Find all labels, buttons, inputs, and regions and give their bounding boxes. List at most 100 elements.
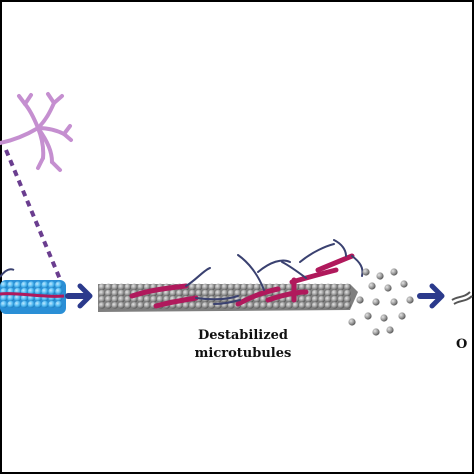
- tubulin-bead: [311, 283, 319, 291]
- tubulin-bead: [324, 301, 332, 309]
- tubulin-bead: [182, 301, 190, 309]
- tubulin-bead: [344, 283, 351, 291]
- tubulin-bead: [41, 287, 49, 296]
- tubulin-bead: [324, 283, 332, 291]
- tubulin-bead: [98, 283, 106, 291]
- tubulin-bead: [247, 283, 254, 291]
- tubulin-bead: [176, 289, 183, 297]
- tubulin-bead: [55, 300, 63, 309]
- tubulin-bead: [311, 301, 319, 309]
- tubulin-bead: [318, 295, 326, 303]
- tubulin-bead: [130, 301, 138, 309]
- tubulin-bead: [344, 301, 351, 309]
- free-tubulin-dimer: [386, 326, 394, 334]
- tubulin-bead: [124, 295, 132, 303]
- tubulin-bead: [55, 281, 63, 289]
- tubulin-bead: [305, 301, 313, 309]
- tubulin-bead: [227, 283, 235, 291]
- tubulin-bead: [27, 281, 35, 289]
- arrow-icon: [65, 283, 93, 309]
- tubulin-bead: [98, 295, 106, 303]
- tubulin-bead: [124, 301, 132, 309]
- tubulin-bead: [253, 283, 261, 291]
- free-tubulin-dimer: [372, 328, 380, 336]
- tubulin-bead: [331, 295, 338, 303]
- tubulin-bead: [227, 301, 235, 309]
- tubulin-bead: [48, 300, 56, 309]
- tubulin-bead: [117, 295, 125, 303]
- tubulin-bead: [214, 283, 222, 291]
- tubulin-bead: [234, 289, 242, 297]
- label-line-2: microtubules: [194, 346, 292, 361]
- tubulin-bead: [27, 287, 35, 296]
- tubulin-bead: [111, 283, 119, 291]
- tubulin-bead: [337, 283, 345, 291]
- tubulin-bead: [105, 301, 112, 309]
- tubulin-bead: [137, 301, 145, 309]
- free-tubulin-dimer: [364, 312, 372, 320]
- free-tubulin-dimer: [400, 280, 408, 288]
- free-tubulin-dimer: [368, 282, 376, 290]
- tubulin-bead: [279, 301, 287, 309]
- tubulin-bead: [208, 283, 216, 291]
- tubulin-bead: [337, 301, 345, 309]
- tubulin-bead: [337, 289, 345, 297]
- tubulin-bead: [266, 301, 274, 309]
- destabilized-microtubules-label: Destabilized microtubules: [178, 327, 308, 363]
- tubulin-bead: [98, 301, 106, 309]
- tubulin-bead: [20, 300, 29, 309]
- tubulin-bead: [227, 289, 235, 297]
- tubulin-bead: [240, 283, 248, 291]
- tubulin-bead: [331, 301, 338, 309]
- free-tubulin-dimer: [380, 314, 388, 322]
- tubulin-bead: [137, 283, 145, 291]
- tubulin-bead: [130, 283, 138, 291]
- tubulin-bead: [260, 295, 267, 303]
- tubulin-bead: [305, 283, 313, 291]
- tubulin-bead: [195, 301, 203, 309]
- tubulin-bead: [247, 301, 254, 309]
- tubulin-bead: [337, 295, 345, 303]
- cut-off-label: O: [456, 337, 468, 352]
- filaments: [185, 239, 364, 305]
- arrow-icon: [417, 283, 445, 309]
- tubulin-bead: [137, 295, 145, 303]
- tubulin-bead: [111, 295, 119, 303]
- tubulin-bead: [260, 301, 267, 309]
- tubulin-bead: [331, 283, 338, 291]
- tubulin-bead: [298, 283, 306, 291]
- tubulin-bead: [169, 289, 177, 297]
- tubulin-bead: [156, 295, 164, 303]
- tubulin-bead: [34, 281, 42, 289]
- label-line-1: Destabilized: [198, 328, 288, 343]
- tubulin-bead: [124, 289, 132, 297]
- tubulin-bead: [201, 283, 209, 291]
- tubulin-bead: [0, 300, 8, 309]
- tubulin-bead: [298, 295, 306, 303]
- tubulin-bead: [105, 295, 112, 303]
- tubulin-bead: [318, 283, 326, 291]
- tubulin-bead: [7, 281, 15, 289]
- tubulin-bead: [20, 294, 29, 302]
- tubulin-bead: [253, 301, 261, 309]
- tubulin-bead: [221, 289, 229, 297]
- tubulin-bead: [201, 289, 209, 297]
- tubulin-bead: [344, 289, 351, 297]
- tubulin-bead: [55, 287, 63, 296]
- tubulin-bead: [105, 283, 112, 291]
- tubulin-bead: [311, 289, 319, 297]
- tubulin-bead: [176, 301, 183, 309]
- free-tubulin-dimer: [390, 268, 398, 276]
- tubulin-bead: [182, 289, 190, 297]
- tubulin-bead: [14, 281, 22, 289]
- tubulin-bead: [41, 300, 49, 309]
- tubulin-bead: [14, 294, 22, 302]
- free-tubulin-dimer: [362, 268, 370, 276]
- tubulin-bead: [48, 287, 56, 296]
- tubulin-bead: [344, 295, 351, 303]
- tubulin-bead: [105, 289, 112, 297]
- tubulin-bead: [34, 287, 42, 296]
- stable-microtubule: [0, 268, 66, 314]
